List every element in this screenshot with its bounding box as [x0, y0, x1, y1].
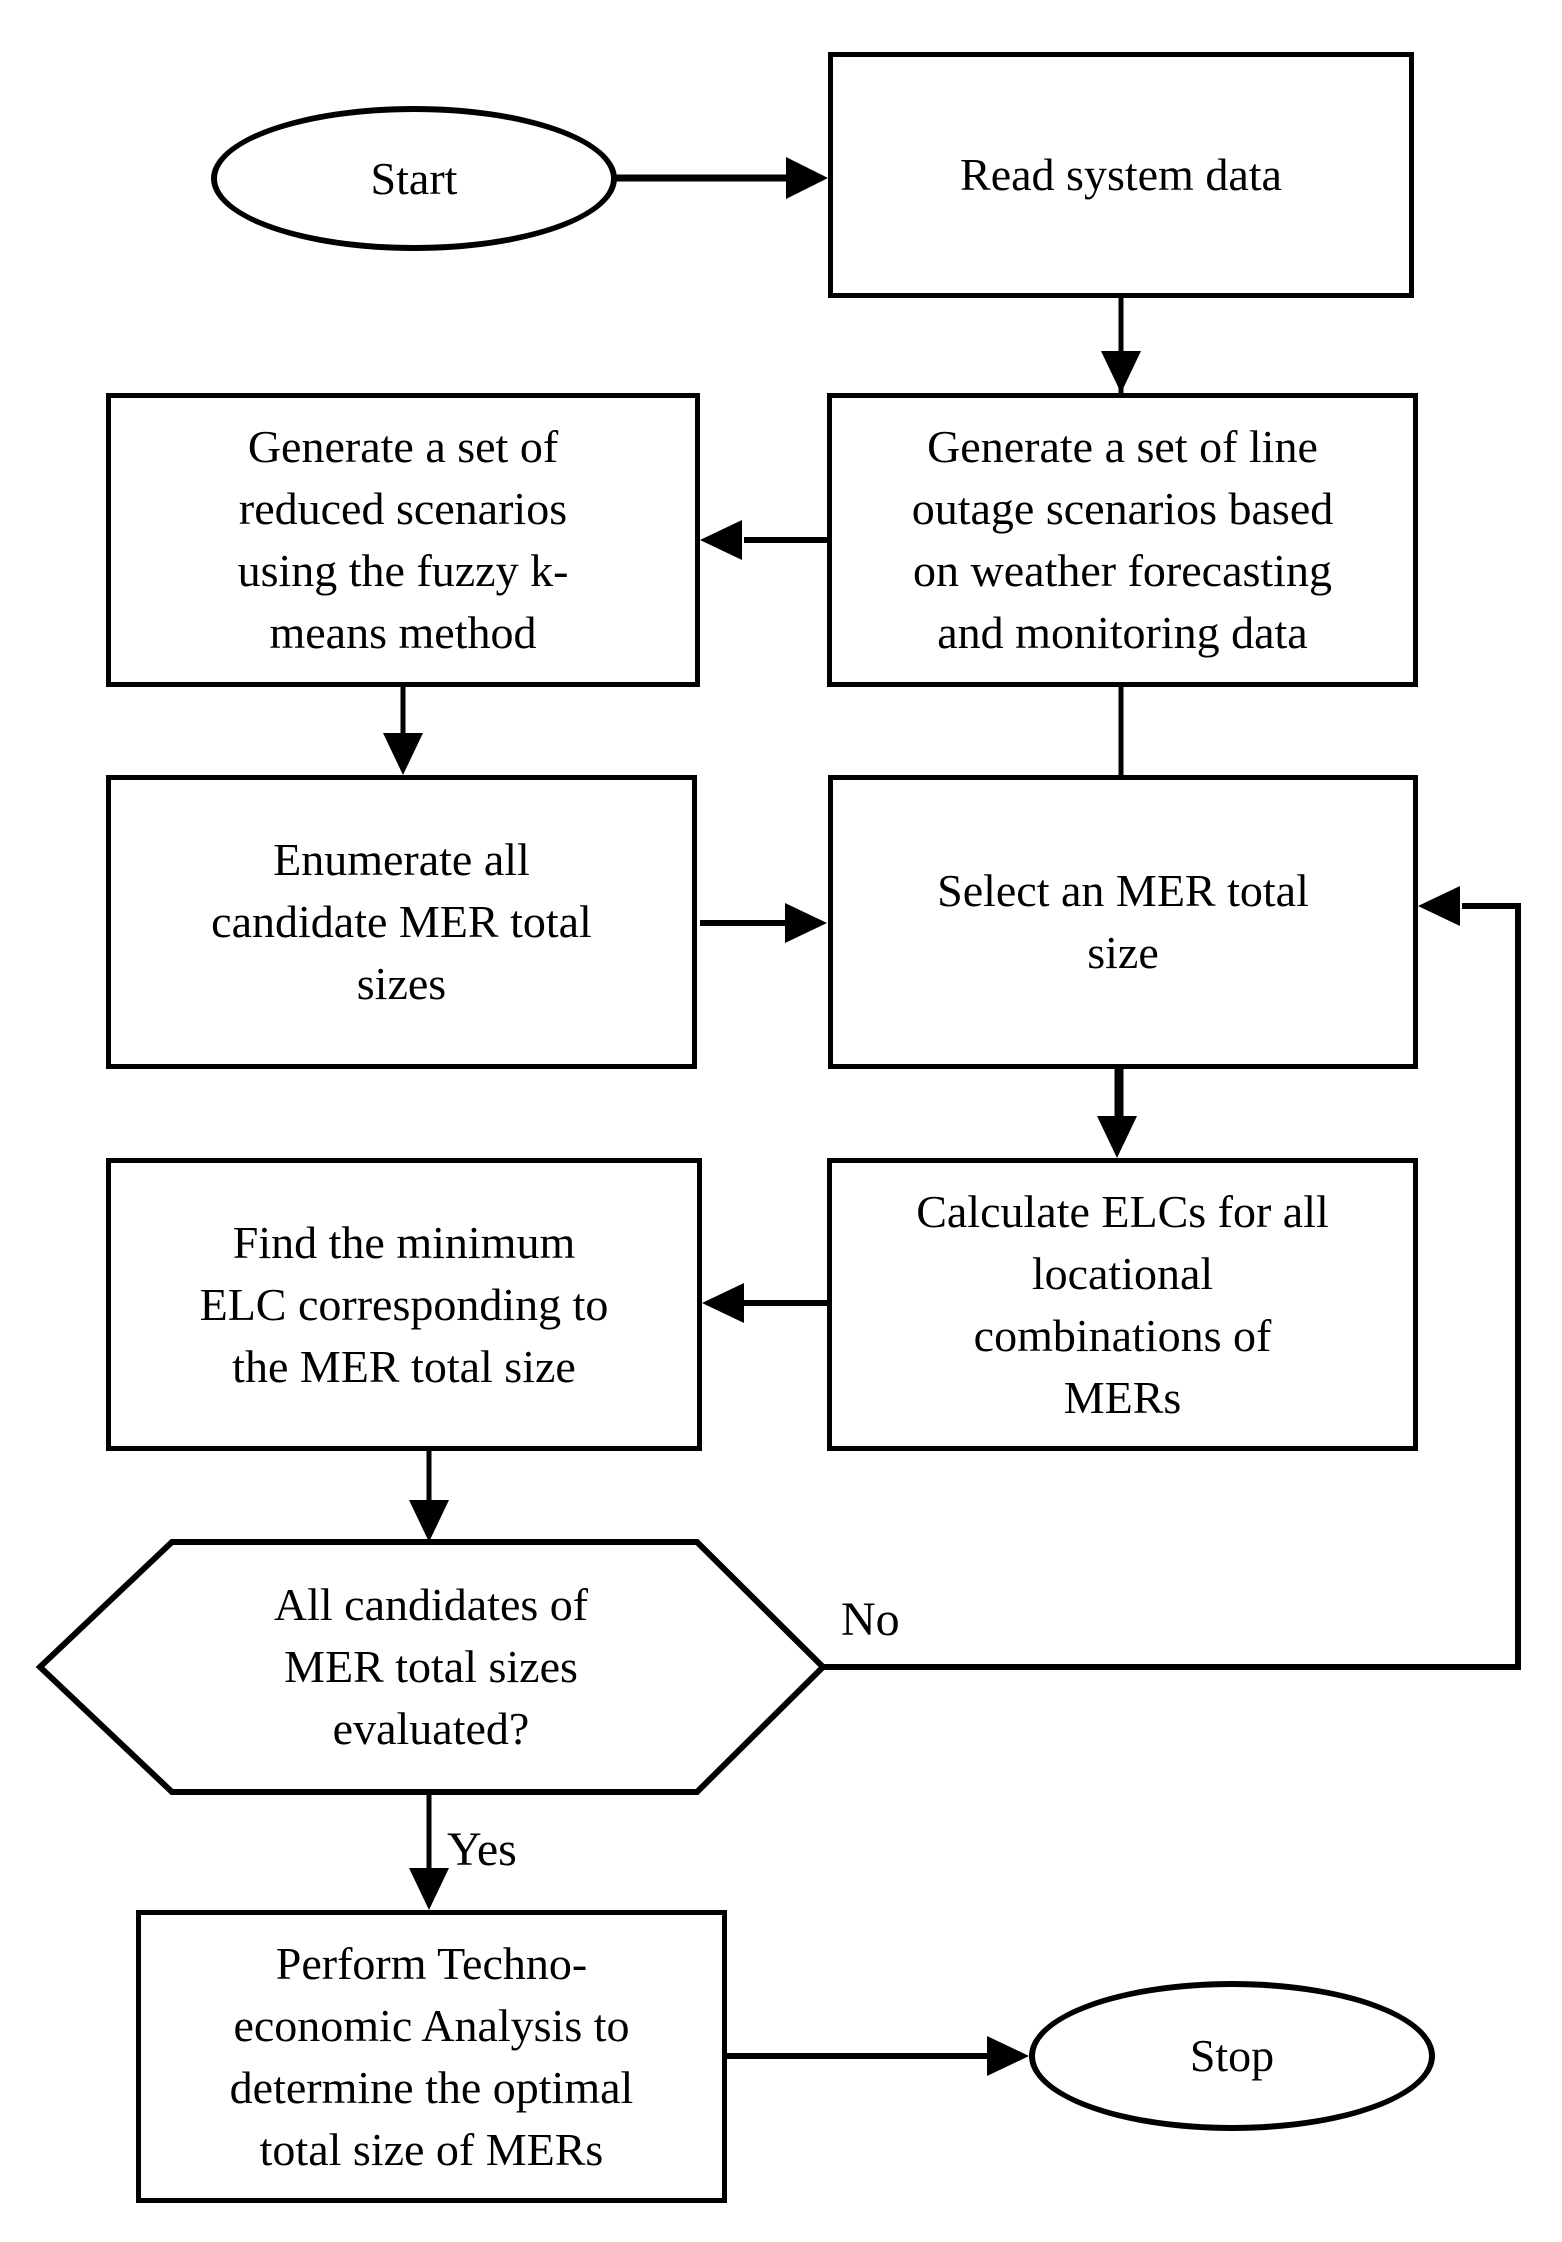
node-generate-line-outage-scenarios-label: Generate a set of line outage scenarios … [911, 421, 1334, 658]
edge-label-no: No [841, 1593, 900, 1646]
node-decision-all-candidates-evaluated: All candidates of MER total sizes evalua… [131, 1571, 731, 1763]
node-select-mer-total-size-label: Select an MER total size [937, 865, 1309, 978]
arrowhead [383, 733, 423, 775]
decision-hexagon-shape [35, 1539, 828, 1795]
arrowhead [786, 157, 828, 199]
connector-reduced-to-enumerate [383, 687, 423, 775]
arrowhead [409, 1500, 449, 1542]
node-perform-techno-economic-analysis: Perform Techno- economic Analysis to det… [136, 1910, 727, 2203]
node-generate-reduced-scenarios-label: Generate a set of reduced scenarios usin… [237, 421, 569, 658]
arrowhead [702, 1283, 744, 1323]
connector-perform-to-stop [727, 2036, 1029, 2076]
arrowhead [1101, 351, 1141, 393]
node-decision-label: All candidates of MER total sizes evalua… [273, 1579, 589, 1754]
arrowhead [785, 903, 827, 943]
node-find-minimum-elc: Find the minimum ELC corresponding to th… [106, 1158, 702, 1451]
arrowhead [409, 1868, 449, 1910]
node-read-system-data-label: Read system data [960, 149, 1282, 200]
connector-find-to-decision [409, 1451, 449, 1542]
connector-start-to-read [616, 157, 828, 199]
arrowhead [700, 520, 742, 560]
connector-enumerate-to-select [700, 903, 827, 943]
node-calculate-elcs: Calculate ELCs for all locational combin… [827, 1158, 1418, 1451]
connector-outage-to-reduced [700, 520, 827, 560]
node-generate-line-outage-scenarios: Generate a set of line outage scenarios … [827, 393, 1418, 687]
node-enumerate-candidates: Enumerate all candidate MER total sizes [106, 775, 697, 1069]
connector-decision-yes-to-perform [409, 1792, 449, 1910]
connector-line [823, 903, 1521, 1670]
node-perform-techno-economic-analysis-label: Perform Techno- economic Analysis to det… [229, 1937, 634, 2175]
node-generate-reduced-scenarios: Generate a set of reduced scenarios usin… [106, 393, 700, 687]
node-find-minimum-elc-label: Find the minimum ELC corresponding to th… [199, 1216, 609, 1392]
arrowhead [1418, 886, 1460, 926]
connector-no-loop-to-select [823, 886, 1521, 1670]
connector-calculate-to-find [702, 1283, 827, 1323]
arrowhead [1097, 1116, 1137, 1158]
node-stop: Stop [1029, 1981, 1435, 2131]
node-calculate-elcs-label: Calculate ELCs for all locational combin… [916, 1185, 1329, 1423]
connector-select-to-calculate [1097, 1069, 1137, 1158]
node-stop-label: Stop [1189, 2030, 1275, 2081]
node-enumerate-candidates-label: Enumerate all candidate MER total sizes [211, 834, 592, 1009]
node-read-system-data: Read system data [828, 52, 1414, 298]
edge-label-yes: Yes [447, 1823, 517, 1876]
node-start-label: Start [370, 152, 458, 204]
node-start: Start [211, 106, 617, 251]
arrowhead [987, 2036, 1029, 2076]
node-select-mer-total-size: Select an MER total size [828, 775, 1418, 1069]
